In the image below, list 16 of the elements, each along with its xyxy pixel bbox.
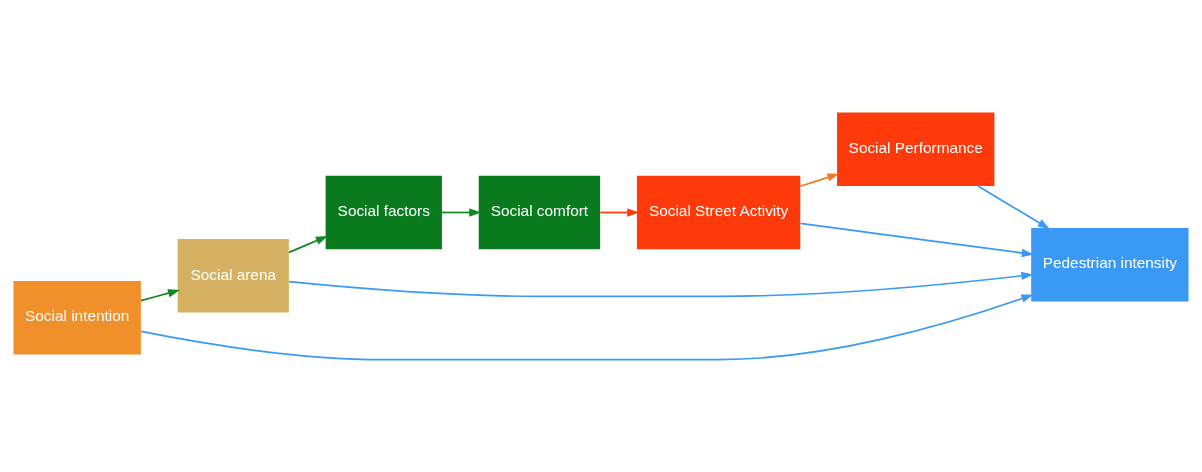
arrow <box>288 235 328 254</box>
arrow <box>799 222 1034 258</box>
arrow <box>599 208 640 217</box>
node-box: Social factors <box>325 175 442 250</box>
node-box: Social Street Activity <box>636 175 801 250</box>
node-box: Social comfort <box>478 175 601 250</box>
node-box: Social arena <box>177 239 289 313</box>
arrow <box>140 289 180 302</box>
arrow <box>140 294 1034 361</box>
arrow <box>799 173 840 188</box>
arrow <box>977 185 1050 230</box>
node-box: Social intention <box>13 280 141 355</box>
node-box: Social Performance <box>837 112 995 186</box>
node-box: Pedestrian intensity <box>1031 227 1189 302</box>
arrow <box>441 208 482 217</box>
arrow <box>288 271 1034 298</box>
